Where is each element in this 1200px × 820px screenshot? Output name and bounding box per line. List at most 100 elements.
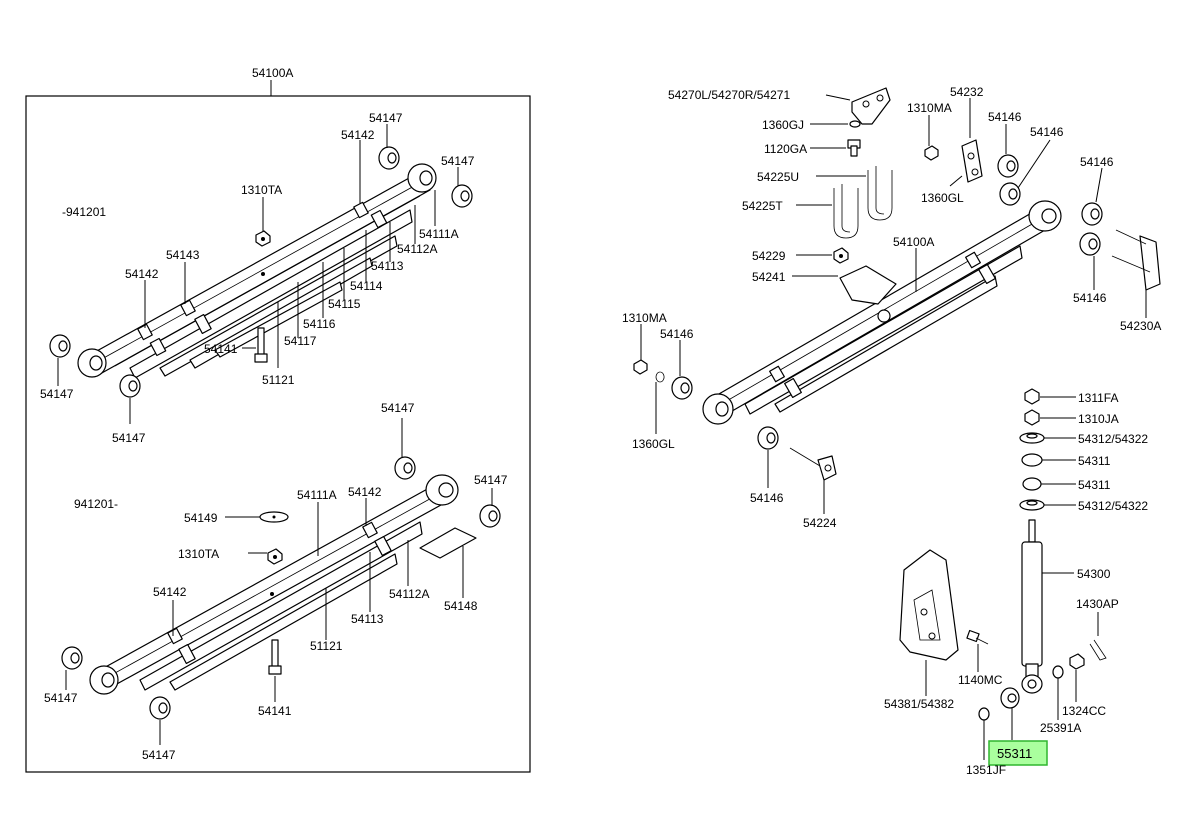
label-54147: 54147 <box>40 387 74 401</box>
bushing-icon <box>61 456 501 720</box>
label-1430AP: 1430AP <box>1076 597 1119 611</box>
label-55311[interactable]: 55311 <box>997 746 1032 761</box>
leaf-spring-lower <box>89 474 459 695</box>
label-54116: 54116 <box>303 317 336 331</box>
label-54312-upper: 54312/54322 <box>1078 432 1148 446</box>
label-54117: 54117 <box>284 334 317 348</box>
label-54270-bracket: 54270L/54270R/54271 <box>668 88 790 102</box>
shock-absorber-icon <box>1021 519 1043 694</box>
shock-hardware-icon <box>1019 388 1045 511</box>
label-54147: 54147 <box>441 154 475 168</box>
label-1311FA: 1311FA <box>1078 391 1118 405</box>
label-1360GL: 1360GL <box>921 191 964 205</box>
bushing-icon <box>671 154 1103 450</box>
label-54147: 54147 <box>142 748 176 762</box>
label-1310TA: 1310TA <box>178 547 219 561</box>
label-54147: 54147 <box>381 401 415 415</box>
nut-icon <box>1069 653 1085 670</box>
label-54229: 54229 <box>752 249 786 263</box>
shackle-pin-icon <box>789 447 837 481</box>
label-54111A: 54111A <box>297 488 337 502</box>
label-54143: 54143 <box>166 248 200 262</box>
label-54114: 54114 <box>350 279 383 293</box>
washer-icon <box>259 511 289 523</box>
label-54230A: 54230A <box>1120 319 1161 333</box>
label-1120GA: 1120GA <box>764 142 807 156</box>
label-54146: 54146 <box>1080 155 1114 169</box>
bolt-icon <box>268 639 282 675</box>
bolt-icon <box>966 629 989 645</box>
label-54225T: 54225T <box>742 199 783 213</box>
spring-assembly-frame <box>25 95 531 773</box>
bolt-icon <box>847 139 861 157</box>
highlight-box[interactable] <box>988 740 1048 766</box>
label-1351JF: 1351JF <box>966 763 1006 777</box>
label-1310JA: 1310JA <box>1078 412 1119 426</box>
label-1310MA: 1310MA <box>907 101 952 115</box>
washer-icon <box>978 707 990 721</box>
label-54312-lower: 54312/54322 <box>1078 499 1148 513</box>
label-54142: 54142 <box>125 267 159 281</box>
label-range-before: -941201 <box>62 205 106 219</box>
label-54142: 54142 <box>153 585 187 599</box>
label-1310MA: 1310MA <box>622 311 667 325</box>
washer-icon <box>1052 665 1064 679</box>
plate-icon <box>419 527 477 559</box>
label-54147: 54147 <box>44 691 78 705</box>
label-54112A: 54112A <box>389 587 429 601</box>
shackle-icon <box>1111 229 1161 291</box>
label-54142: 54142 <box>341 128 375 142</box>
label-1360GJ: 1360GJ <box>762 118 804 132</box>
nut-icon <box>267 548 283 565</box>
label-1324CC: 1324CC <box>1062 704 1106 718</box>
bushing-icon <box>1000 687 1020 709</box>
label-54113: 54113 <box>371 259 404 273</box>
bolt-icon <box>254 327 268 363</box>
label-54146: 54146 <box>988 110 1022 124</box>
label-1140MC: 1140MC <box>958 673 1003 687</box>
leaf-spring-right <box>702 200 1062 425</box>
label-54311-upper: 54311 <box>1078 454 1111 468</box>
label-54241: 54241 <box>752 270 786 284</box>
label-54141: 54141 <box>204 342 238 356</box>
label-54311-lower: 54311 <box>1078 478 1111 492</box>
label-54224: 54224 <box>803 516 837 530</box>
label-54146: 54146 <box>660 327 694 341</box>
washer-icon <box>655 371 665 383</box>
label-54147: 54147 <box>474 473 508 487</box>
label-25391A: 25391A <box>1040 721 1081 735</box>
spring-seat-icon <box>839 265 897 305</box>
bushing-icon <box>49 146 473 398</box>
label-54112A: 54112A <box>397 242 437 256</box>
nut-icon <box>633 359 648 375</box>
label-range-after: 941201- <box>74 497 118 511</box>
label-54115: 54115 <box>328 297 361 311</box>
shackle-plate-icon <box>961 139 983 183</box>
label-54147: 54147 <box>369 111 403 125</box>
label-51121: 51121 <box>262 373 295 387</box>
label-54146: 54146 <box>1030 125 1064 139</box>
label-54141: 54141 <box>258 704 292 718</box>
label-51121: 51121 <box>310 639 343 653</box>
label-1310TA: 1310TA <box>241 183 282 197</box>
shock-bracket-icon <box>899 549 959 661</box>
label-54300: 54300 <box>1077 567 1111 581</box>
label-54232: 54232 <box>950 85 984 99</box>
label-54142: 54142 <box>348 485 382 499</box>
cotter-pin-icon <box>1089 639 1107 661</box>
label-54147: 54147 <box>112 431 146 445</box>
u-bolt-icon <box>833 166 893 239</box>
label-54146: 54146 <box>1073 291 1107 305</box>
label-54148: 54148 <box>444 599 478 613</box>
label-1360GL: 1360GL <box>632 437 675 451</box>
label-54113: 54113 <box>351 612 384 626</box>
highlighted-part-55311[interactable]: 55311 <box>988 740 1048 766</box>
nut-icon <box>255 230 271 247</box>
label-54149: 54149 <box>184 511 218 525</box>
spring-bracket-icon <box>851 87 891 125</box>
label-54381-54382: 54381/54382 <box>884 697 954 711</box>
nut-icon <box>924 145 939 161</box>
label-54225U: 54225U <box>757 170 799 184</box>
washer-icon <box>849 120 861 128</box>
